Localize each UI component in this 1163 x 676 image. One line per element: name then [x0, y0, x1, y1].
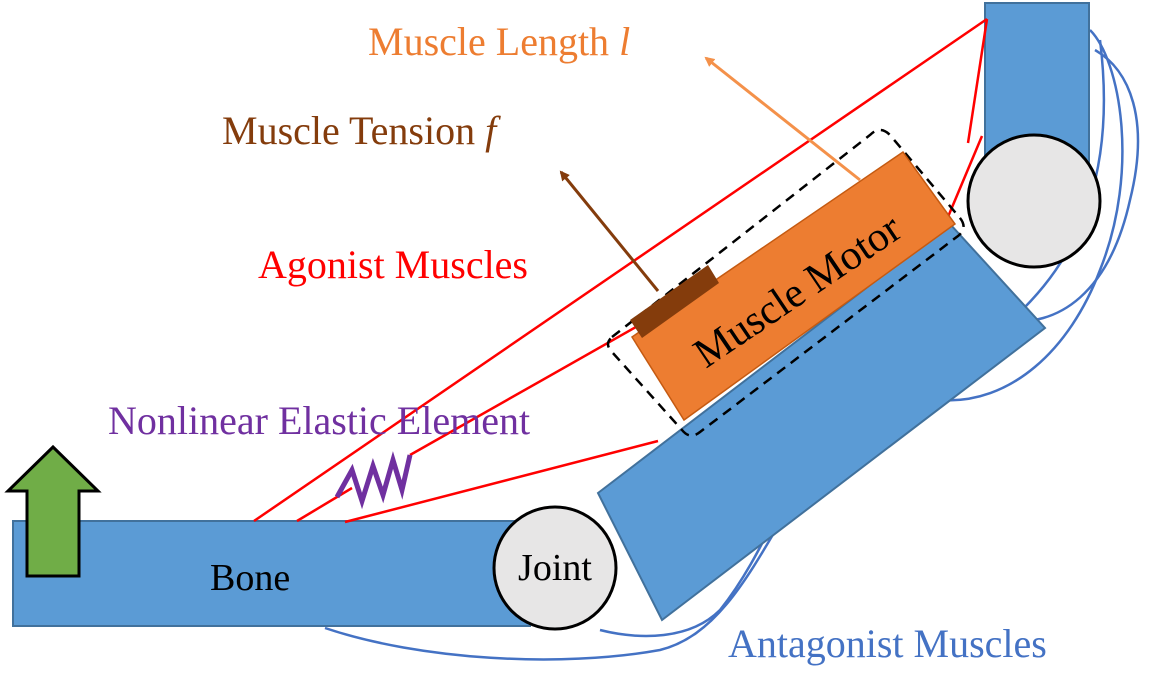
- up-arrow-icon: [4, 444, 102, 578]
- muscle-tension-symbol: f: [485, 108, 501, 153]
- antagonist-muscles-label: Antagonist Muscles: [728, 621, 1047, 666]
- muscle-length-symbol: l: [619, 19, 630, 64]
- muscle-tension-arrow: [559, 170, 660, 292]
- bone-horizontal: [12, 520, 531, 627]
- bone-label: Bone: [210, 557, 290, 599]
- nonlinear-elastic-spring: [334, 451, 413, 510]
- agonist-muscles-label: Agonist Muscles: [258, 242, 528, 287]
- nonlinear-elastic-element-label: Nonlinear Elastic Element: [108, 398, 530, 443]
- muscle-length-arrow: [704, 56, 861, 182]
- joint-elbow: [492, 505, 618, 631]
- joint-label: Joint: [518, 547, 592, 589]
- muscle-tension-block: [630, 265, 719, 338]
- joint-shoulder: [966, 133, 1102, 269]
- bone-diagonal: [596, 222, 1047, 622]
- muscle-motor-block: [630, 150, 957, 422]
- muscle-tension-text: Muscle Tension: [222, 108, 475, 153]
- muscle-length-text: Muscle Length: [368, 19, 609, 64]
- antagonist-muscle-curve-3: [999, 48, 1140, 323]
- muscle-dashed-enclosure: [606, 128, 965, 437]
